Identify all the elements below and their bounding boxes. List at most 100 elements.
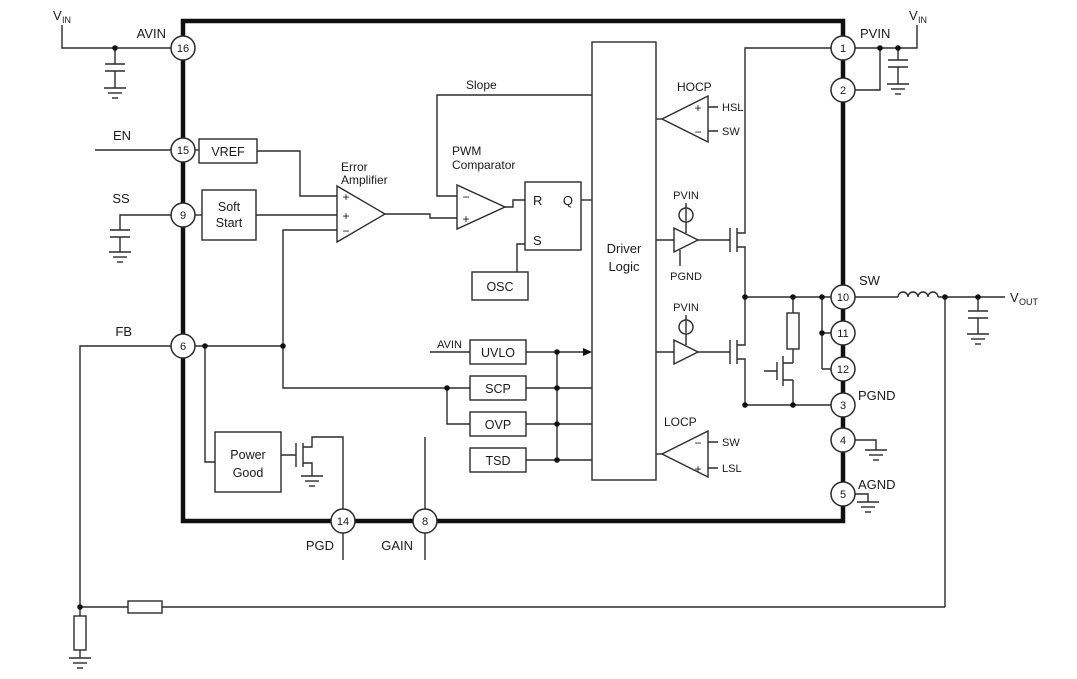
feedback-bottom-wire [79, 606, 945, 658]
ic-boundary [180, 18, 846, 524]
pin-6-number: 6 [180, 341, 186, 353]
locp-sign-top: − [694, 436, 701, 450]
hocp-sign-top: + [694, 101, 701, 115]
sw-pin-label: SW [859, 273, 881, 288]
uvlo-label: UVLO [481, 346, 515, 360]
pvin-pin-label: PVIN [860, 26, 890, 41]
flipflop-q-label: Q [563, 193, 573, 208]
error-amp-label-2: Amplifier [341, 173, 388, 187]
gain-pin-label: GAIN [381, 538, 413, 553]
ls-gate-driver-buffer [673, 338, 700, 366]
pin-5-number: 5 [840, 489, 846, 501]
slope-label: Slope [466, 78, 497, 92]
pin-4: 4 [830, 427, 856, 453]
pin-16: 16 [170, 35, 196, 61]
arrowhead [583, 348, 592, 356]
pins: 16 15 9 6 14 8 1 2 10 11 12 3 4 5 [170, 35, 856, 534]
hocp-sign-bottom: − [694, 125, 701, 139]
vin-left-sub: IN [62, 15, 71, 25]
pwm-sign-bottom: + [462, 212, 469, 226]
pin-14-number: 14 [337, 516, 349, 528]
hs-drain-to-pvin [737, 47, 831, 234]
pin-4-number: 4 [840, 435, 846, 447]
slope-wire [436, 94, 592, 197]
flipflop-r-label: R [533, 193, 542, 208]
fb-to-scp [282, 346, 470, 389]
ground-symbol [886, 83, 910, 95]
fb-to-ovp [446, 388, 470, 425]
pwm-label-1: PWM [452, 144, 481, 158]
osc-to-s [516, 243, 525, 272]
pin-8-number: 8 [422, 516, 428, 528]
rs-flipflop: R Q S [524, 181, 582, 251]
pwm-label-2: Comparator [452, 158, 515, 172]
ground-symbol [864, 449, 888, 461]
locp-input-lsl: LSL [722, 463, 742, 475]
error-amp-sign-1: + [342, 190, 349, 204]
power-good-block: Power Good [214, 431, 282, 493]
ground-symbol [966, 333, 990, 345]
pin-15-number: 15 [177, 145, 189, 157]
vout-sub: OUT [1019, 297, 1039, 307]
hs-source-to-sw [737, 246, 746, 297]
pin-14: 14 [330, 508, 356, 534]
internal-wiring [195, 47, 831, 509]
pin-6: 6 [170, 333, 196, 359]
driver-label-1: Driver [607, 241, 642, 256]
ovp-block: OVP [469, 411, 527, 437]
agnd-wire [855, 493, 869, 502]
pin-3: 3 [830, 392, 856, 418]
vin-left-label: V [53, 8, 62, 23]
pin-1-number: 1 [840, 43, 846, 55]
ls-source-to-pgnd [737, 358, 746, 405]
hs-bias-supply-label: PVIN [673, 190, 699, 202]
driver-logic-block: Driver Logic [591, 41, 657, 481]
ground-symbol [856, 501, 880, 513]
sense-fet [764, 356, 784, 386]
sense-resistor [786, 312, 800, 350]
locp-input-stubs [708, 441, 718, 469]
hocp-input-stubs [708, 106, 718, 132]
hs-driver-return-label: PGND [670, 271, 702, 283]
pin-11-number: 11 [837, 328, 848, 340]
hs-gate-driver-buffer [673, 226, 700, 254]
ovp-label: OVP [485, 418, 511, 432]
pin-1: 1 [830, 35, 856, 61]
error-amp-sign-2: + [342, 209, 349, 223]
erroramp-to-pwm [385, 213, 457, 219]
fb-to-powergood [204, 346, 215, 463]
pin-3-number: 3 [840, 400, 846, 412]
locp-label: LOCP [664, 415, 697, 429]
pin-10-number: 10 [837, 292, 849, 304]
avin-sense-label: AVIN [437, 339, 462, 351]
ground-symbol [68, 657, 92, 669]
ground-symbol [108, 251, 132, 263]
vref-block: VREF [198, 138, 258, 164]
output-inductor [897, 291, 939, 298]
soft-start-block: Soft Start [201, 189, 257, 241]
output-capacitor [968, 297, 988, 334]
ls-mosfet [729, 340, 738, 364]
scp-label: SCP [485, 382, 511, 396]
vout-label: V [1010, 290, 1019, 305]
vin-right-wire [855, 25, 918, 49]
pwm-comparator: PWM Comparator − + [452, 144, 515, 231]
vref-to-erroramp [257, 150, 337, 197]
hs-mosfet [729, 228, 738, 252]
en-pin-label: EN [113, 128, 131, 143]
pin-2-number: 2 [840, 85, 846, 97]
osc-block: OSC [471, 271, 529, 301]
vin-right-label: V [909, 8, 918, 23]
locp-input-sw: SW [722, 437, 740, 449]
pin-10: 10 [830, 284, 856, 310]
ss-capacitor [110, 214, 171, 252]
fb-to-erroramp [282, 229, 337, 346]
pgnd4-wire [855, 439, 877, 450]
pin-16-number: 16 [177, 43, 189, 55]
soft-start-label-1: Soft [218, 200, 241, 214]
pvin2-wire [855, 48, 881, 91]
locp-sign-bottom: + [694, 462, 701, 476]
fb-pin-label: FB [115, 324, 132, 339]
ls-drain-to-sw [737, 297, 746, 346]
